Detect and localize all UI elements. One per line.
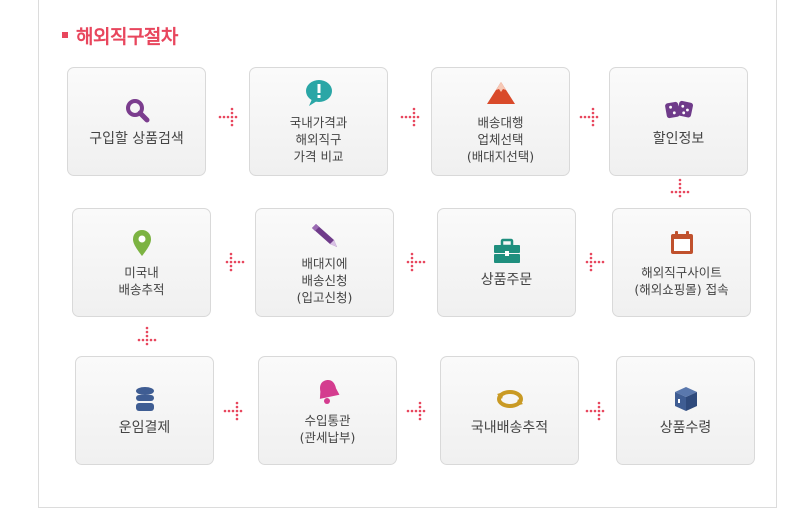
step-receive: 상품수령 (616, 356, 755, 465)
step-label-line: 상품수령 (659, 420, 712, 436)
pencil-icon (310, 219, 340, 249)
step-order: 상품주문 (437, 208, 576, 317)
step-search-product: 구입할 상품검색 (67, 67, 206, 176)
speech-bubble-icon (304, 78, 334, 108)
step-label-line: 운임결제 (118, 420, 171, 436)
step-payment: 운임결제 (75, 356, 214, 465)
step-label-line: 국내배송추적 (470, 420, 549, 436)
map-pin-icon (127, 228, 157, 258)
step-label-line: 배송신청 (301, 273, 348, 288)
step-discount-info: 할인정보 (609, 67, 748, 176)
arrow-right-icon (579, 107, 599, 127)
step-customs: 수입통관 (관세납부) (258, 356, 397, 465)
step-label-line: (배대지선택) (466, 149, 535, 164)
arrow-right-icon (223, 401, 243, 421)
step-label-line: 배대지에 (301, 256, 348, 271)
step-label-line: (입고신청) (296, 290, 353, 305)
step-forwarder-select: 배송대행 업체선택 (배대지선택) (431, 67, 570, 176)
arrow-left-icon (225, 252, 245, 272)
arrow-down-icon (137, 326, 157, 346)
step-forwarder-request: 배대지에 배송신청 (입고신청) (255, 208, 394, 317)
step-label-line: (관세납부) (299, 429, 356, 445)
package-box-icon (671, 384, 701, 414)
step-visit-site: 해외직구사이트 (해외쇼핑몰) 접속 (612, 208, 751, 317)
step-label-line: 배송대행 (477, 115, 524, 130)
arrow-right-icon (406, 401, 426, 421)
arrow-right-icon (400, 107, 420, 127)
step-label-line: 할인정보 (652, 131, 705, 147)
title-bullet-icon (62, 32, 68, 38)
arrow-right-icon (585, 401, 605, 421)
step-label-line: 배송추적 (118, 281, 165, 297)
step-label-line: 미국내 (124, 264, 159, 280)
arrow-down-icon (670, 178, 690, 198)
step-label-line: 구입할 상품검색 (89, 131, 184, 147)
arrow-right-icon (218, 107, 238, 127)
step-label-line: 수입통관 (304, 412, 351, 428)
step-label-line: 국내가격과 (289, 115, 348, 130)
section-title: 해외직구절차 (62, 22, 178, 48)
mountain-icon (486, 78, 516, 108)
step-us-tracking: 미국내 배송추적 (72, 208, 211, 317)
coin-stack-icon (130, 384, 160, 414)
step-domestic-tracking: 국내배송추적 (440, 356, 579, 465)
arrow-left-icon (406, 252, 426, 272)
step-label-line: 해외직구 (295, 132, 342, 147)
dice-icon (664, 95, 694, 125)
step-label-line: 업체선택 (477, 132, 524, 147)
step-label-line: 가격 비교 (293, 149, 344, 164)
toolbox-icon (492, 236, 522, 266)
section-title-text: 해외직구절차 (76, 25, 178, 48)
refresh-arrows-icon (495, 384, 525, 414)
bell-icon (313, 376, 343, 406)
step-label-line: 해외직구사이트 (641, 264, 722, 280)
step-label-line: (해외쇼핑몰) 접속 (634, 281, 729, 297)
step-price-compare: 국내가격과 해외직구 가격 비교 (249, 67, 388, 176)
arrow-left-icon (585, 252, 605, 272)
calendar-icon (667, 228, 697, 258)
search-icon (122, 95, 152, 125)
step-label-line: 상품주문 (480, 272, 533, 288)
